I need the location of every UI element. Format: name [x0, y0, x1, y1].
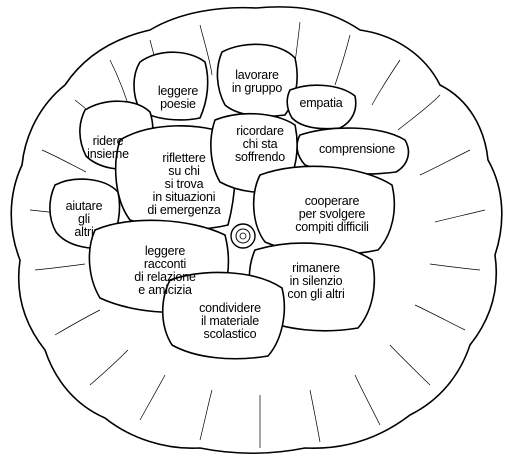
inner-petals — [88, 112, 396, 360]
petal-label-leggere-racconti: leggere racconti di relazione e amicizia — [134, 244, 196, 297]
petal-label-leggere-poesie: leggere poesie — [157, 84, 199, 111]
petal-label-ricordare: ricordare chi sta soffrendo — [234, 124, 286, 164]
flower-center — [230, 223, 256, 249]
petal-label-ridere-insieme: ridere insieme — [87, 134, 129, 161]
petal-label-aiutare-gli-altri: aiutare gli altri — [65, 199, 103, 239]
middle-petals — [49, 43, 410, 250]
petal-label-condividere: condividere il materiale scolastico — [199, 301, 261, 341]
petal-label-riflettere: riflettere su chi si trova in situazioni… — [147, 151, 221, 217]
petal-label-cooperare: cooperare per svolgere compiti difficili — [295, 194, 369, 234]
petal-label-comprensione: comprensione — [318, 142, 396, 156]
petal-label-lavorare-in-gruppo: lavorare in gruppo — [231, 68, 283, 95]
petal-label-empatia: empatia — [299, 96, 343, 110]
petal-label-rimanere: rimanere in silenzio con gli altri — [287, 261, 345, 301]
